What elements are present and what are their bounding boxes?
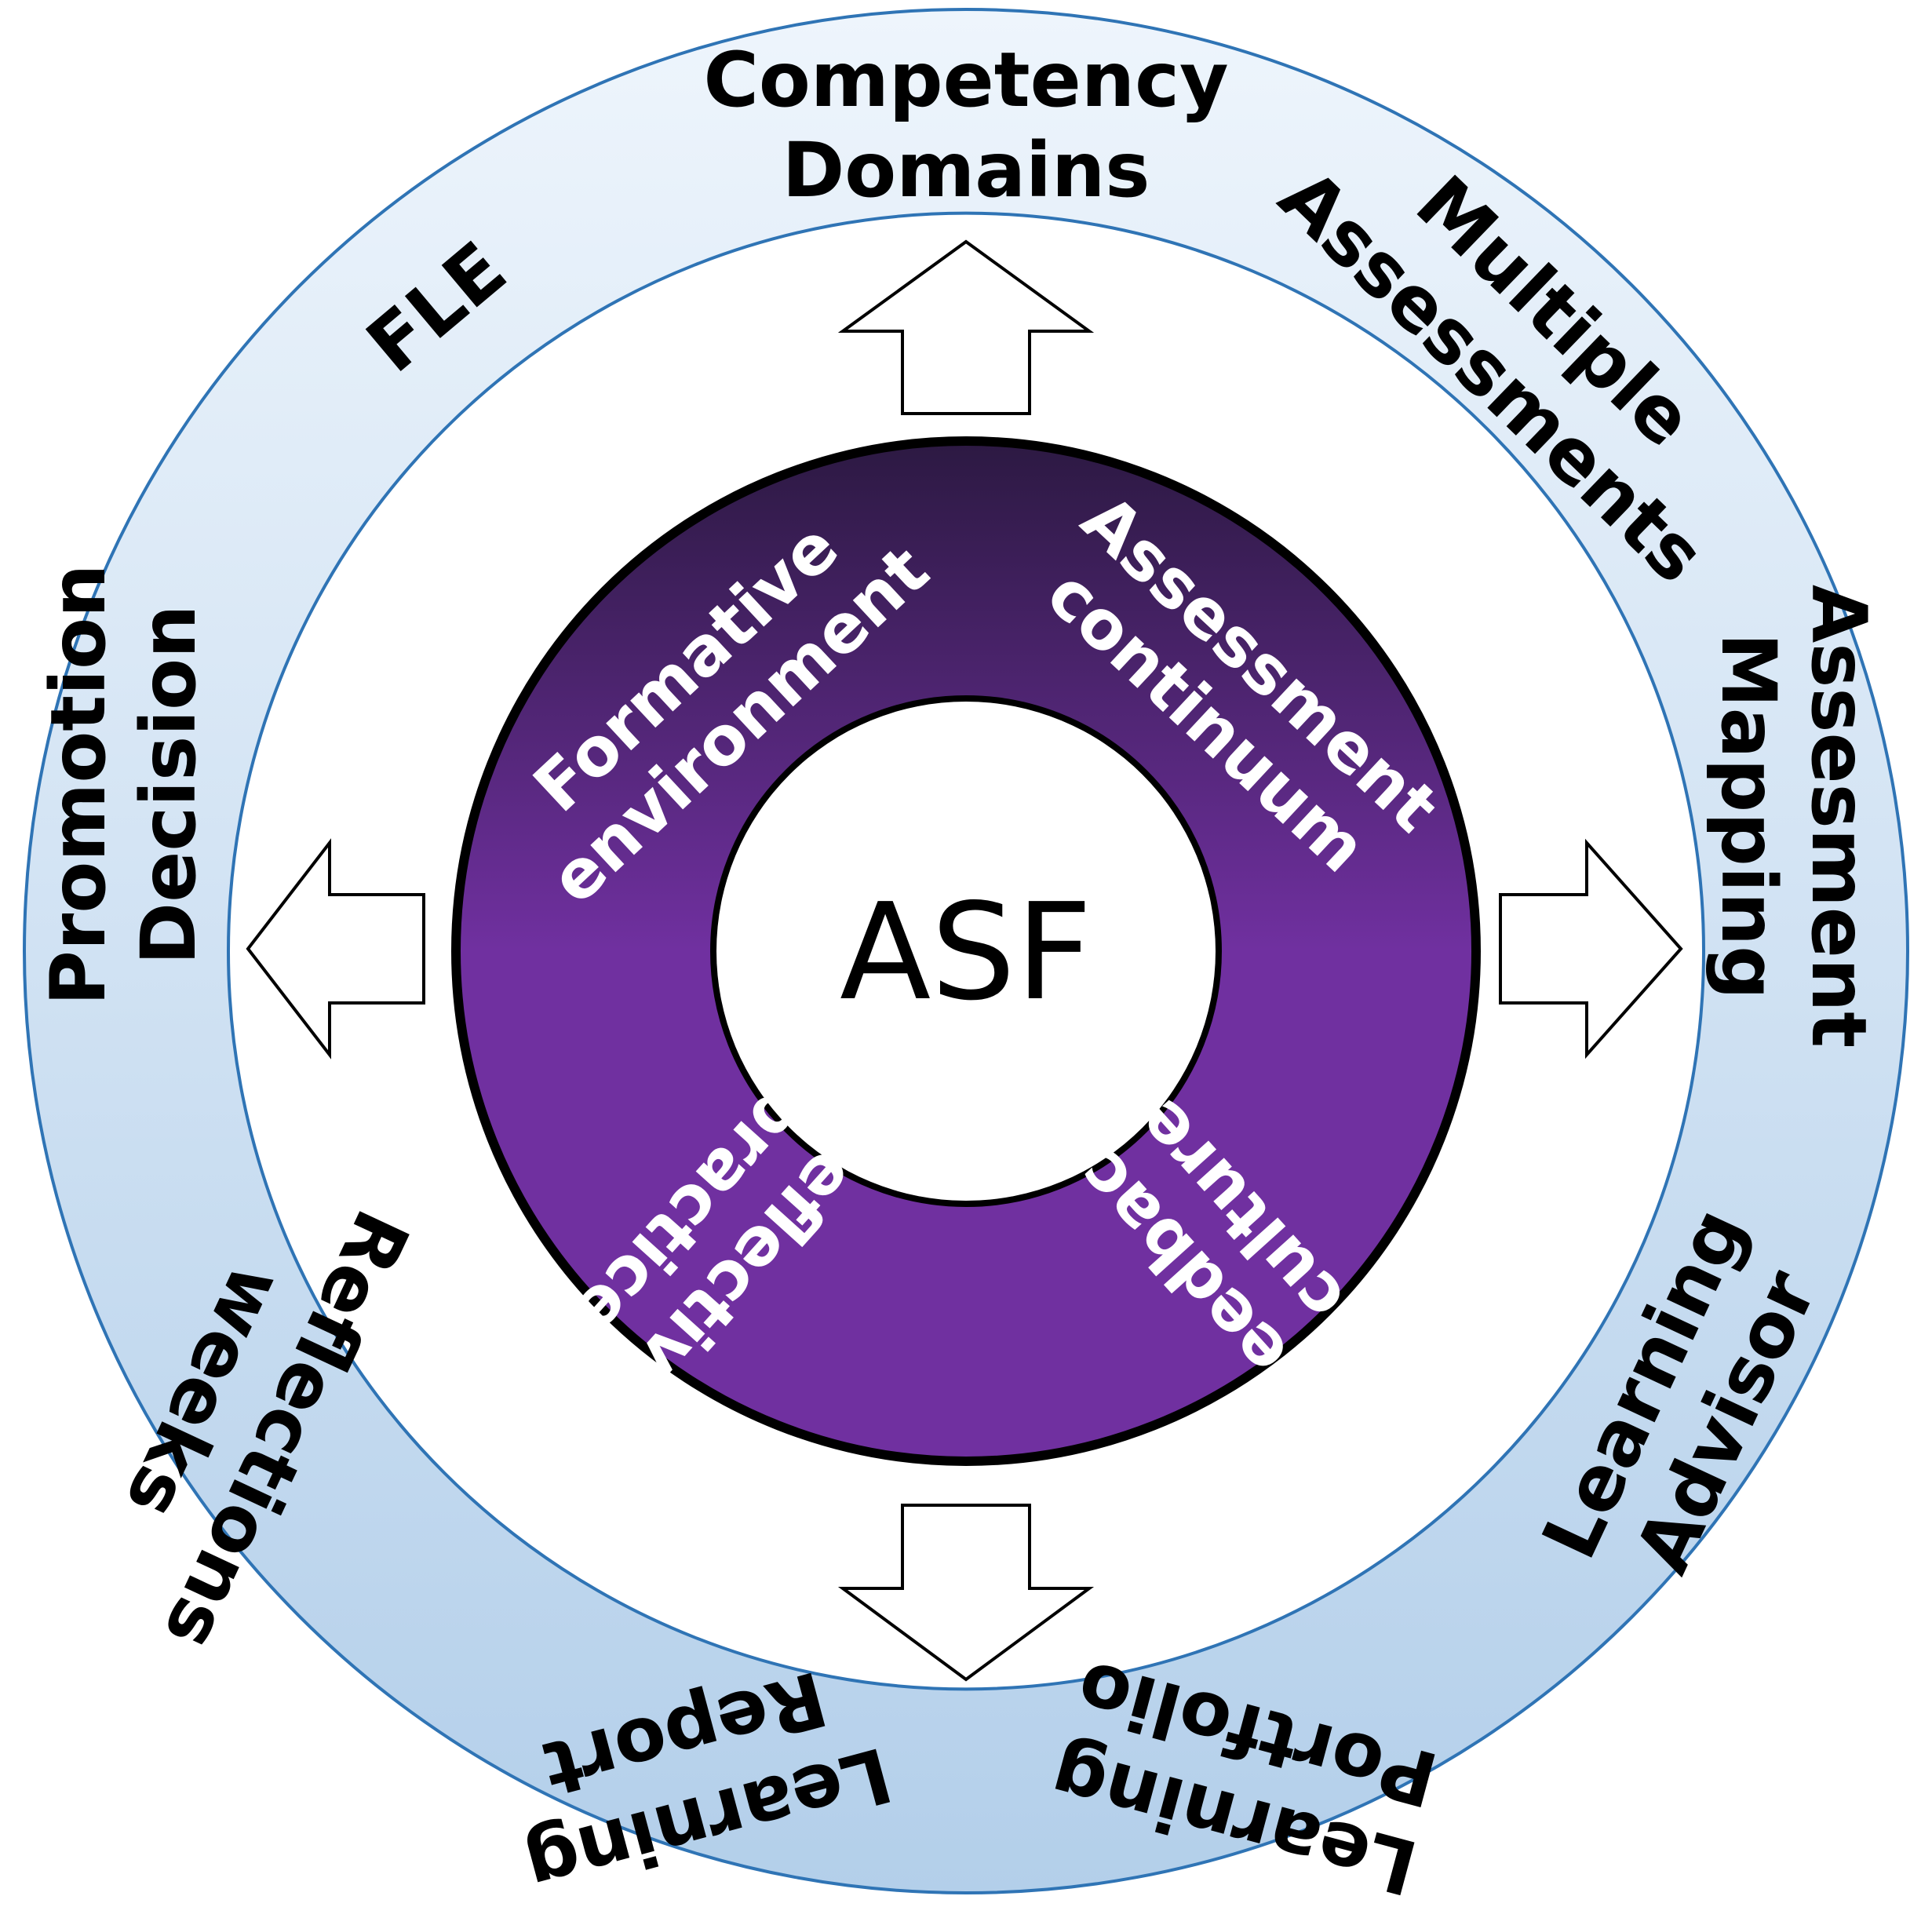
arrow-up — [837, 239, 1095, 415]
svg-text:Mapping: Mapping — [1704, 633, 1792, 1000]
inner-ring — [450, 436, 1482, 1466]
outer-label-promotion-decision: Promotion Decision — [35, 564, 213, 1006]
outer-label-assessment-mapping: Assesment Mapping — [1704, 585, 1883, 1048]
outer-ring — [22, 8, 1910, 1894]
svg-text:Promotion: Promotion — [35, 564, 122, 1006]
arrow-down — [837, 1504, 1095, 1682]
outer-label-competency-domains: Competency Domains — [703, 36, 1228, 214]
svg-text:Assesment: Assesment — [1795, 585, 1883, 1048]
center-label: ASF — [840, 875, 1092, 1030]
svg-text:Competency: Competency — [703, 36, 1228, 124]
arrow-left — [246, 838, 425, 1059]
svg-text:Domains: Domains — [782, 126, 1150, 214]
center-disk — [716, 702, 1216, 1201]
svg-text:Decision: Decision — [125, 605, 213, 965]
arrow-right — [1499, 838, 1683, 1059]
